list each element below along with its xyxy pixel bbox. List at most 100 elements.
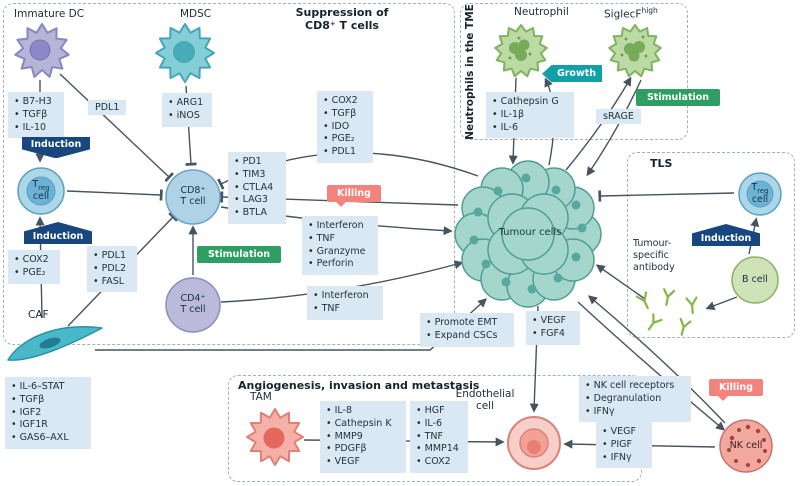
antibody-cluster bbox=[630, 284, 715, 340]
immature-dc-label: Immature DC bbox=[14, 8, 85, 20]
nk-cell-label: NK cell bbox=[729, 439, 763, 451]
list-item: • GAS6–AXL bbox=[11, 432, 69, 444]
list-item: • BTLA bbox=[234, 207, 267, 219]
list-item: • ARG1 bbox=[168, 97, 204, 108]
siglecf-neutrophil-icon bbox=[608, 24, 662, 78]
cd8-cell-text: CD8⁺ T cell bbox=[164, 168, 222, 226]
list-item: • MMP14 bbox=[416, 443, 459, 455]
list-item: • IL-8 bbox=[326, 405, 353, 416]
inhibit-dc-to-cd8 bbox=[59, 73, 174, 183]
treg-text-sub: reg bbox=[38, 183, 50, 192]
srage-tag: sRAGE bbox=[596, 109, 641, 124]
tam-factors-list-1: • IL-8• Cathepsin K• MMP9• PDGFβ• VEGF bbox=[320, 401, 406, 474]
cd8-text-line1: CD8⁺ bbox=[180, 185, 206, 197]
immature-dc-cell bbox=[12, 20, 72, 80]
treg-text-cell: cell bbox=[32, 190, 50, 202]
treg-text-t: T bbox=[32, 178, 39, 190]
antibody-label-line1: Tumour- bbox=[633, 238, 672, 249]
list-item: • TNF bbox=[313, 302, 340, 314]
list-item: • TNF bbox=[308, 232, 335, 244]
endothelial-label: Endothelial cell bbox=[452, 388, 518, 412]
list-item: • IL-6 bbox=[416, 417, 443, 429]
list-item: • Interferon bbox=[308, 220, 364, 231]
neutrophils-title: Neutrophils in the TME bbox=[464, 4, 476, 140]
stimulation-banner-siglecf: Stimulation bbox=[636, 89, 720, 107]
list-item: • Promote EMT bbox=[426, 317, 498, 328]
suppression-region-box bbox=[3, 3, 455, 345]
treg-icon bbox=[17, 167, 65, 215]
caf-cd8-factors-list: • PDL1• PDL2• FASL bbox=[87, 246, 137, 293]
list-item: • FASL bbox=[93, 275, 125, 287]
list-item: • MMP9 bbox=[326, 430, 363, 442]
endothelial-icon bbox=[507, 416, 561, 470]
antibody-label-line2: specific bbox=[633, 249, 669, 261]
list-item: • HGF bbox=[416, 405, 445, 416]
caf-icon bbox=[7, 326, 103, 361]
inhibit-treg-to-cd8 bbox=[66, 189, 163, 201]
tumour-cells-icon bbox=[454, 160, 602, 308]
tam-cell bbox=[244, 406, 306, 468]
list-item: • IDO bbox=[323, 120, 350, 132]
list-item: • IL-1β bbox=[492, 108, 525, 120]
list-item: • Cathepsin K bbox=[326, 417, 392, 429]
b-cell: B cell bbox=[730, 255, 780, 305]
cd4-t-cell: CD4⁺ T cell bbox=[164, 276, 222, 334]
cd8-text-line2: T cell bbox=[180, 196, 206, 207]
list-item: • iNOS bbox=[168, 109, 200, 121]
b-cell-icon bbox=[731, 256, 779, 304]
endothelial-cell bbox=[505, 414, 563, 472]
stimulation-banner-cd4-cd8: Stimulation bbox=[197, 246, 281, 264]
list-item: • PIGF bbox=[602, 438, 632, 450]
growth-banner: Growth bbox=[542, 65, 602, 83]
list-item: • TGFβ bbox=[323, 107, 357, 119]
siglecf-label: SiglecFhigh bbox=[604, 6, 658, 21]
cd8-icon bbox=[165, 169, 221, 225]
mdsc-label: MDSC bbox=[180, 8, 212, 20]
mdsc-cell bbox=[153, 21, 217, 85]
list-item: • Interferon bbox=[313, 290, 369, 301]
cd4-icon bbox=[165, 277, 221, 333]
treg2-text-t: T bbox=[751, 181, 758, 193]
antibody-label-line3: antibody bbox=[633, 261, 675, 273]
inhibit-treg2-to-tumour bbox=[598, 190, 735, 202]
tam-label: TAM bbox=[250, 391, 272, 403]
killing-banner-cd8: Killing bbox=[327, 185, 381, 208]
neutrophils-region-box bbox=[460, 3, 688, 140]
dc-factors-list: • B7-H3• TGFβ• IL-10 bbox=[8, 92, 64, 139]
neutrophil-label: Neutrophil bbox=[514, 6, 569, 18]
list-item: • TNF bbox=[416, 430, 443, 442]
vegf-fgf4-list: • VEGF• FGF4 bbox=[526, 311, 580, 345]
list-item: • IL-10 bbox=[14, 121, 47, 133]
cd8-t-cell: CD8⁺ T cell bbox=[164, 168, 222, 226]
b-cell-label: B cell bbox=[742, 273, 768, 285]
nk-tumour-factors-list: • NK cell receptors• Degranulation• IFNγ bbox=[579, 376, 691, 423]
tumour-cells-label: Tumour cells bbox=[498, 227, 562, 238]
caf-label: CAF bbox=[28, 309, 49, 321]
list-item: • PDL2 bbox=[93, 262, 127, 274]
list-item: • PD1 bbox=[234, 156, 262, 167]
cd4-cell-text: CD4⁺ T cell bbox=[164, 276, 222, 334]
suppression-title-line2: CD8⁺ T cells bbox=[305, 19, 379, 32]
siglecf-neutrophil-cell bbox=[606, 22, 664, 80]
list-item: • PGE₂ bbox=[14, 266, 46, 278]
checkpoint-receptors-list: • PD1• TIM3• CTLA4• LAG3• BTLA bbox=[228, 152, 286, 225]
list-item: • IGF2 bbox=[11, 406, 42, 418]
suppression-title-line1: Suppression of bbox=[295, 6, 389, 19]
cd4-factors-list: • Interferon• TNF bbox=[307, 286, 383, 320]
angiogenesis-title: Angiogenesis, invasion and metastasis bbox=[238, 379, 480, 392]
list-item: • VEGF bbox=[532, 315, 566, 326]
caf-tumour-factors-list: • IL-6–STAT• TGFβ• IGF2• IGF1R• GAS6–AXL bbox=[5, 377, 91, 450]
pdl1-tag: PDL1 bbox=[88, 100, 127, 115]
list-item: • COX2 bbox=[14, 254, 49, 265]
treg2-text-cell: cell bbox=[751, 193, 769, 205]
arrow-nk-to-tumour-killing bbox=[587, 295, 726, 424]
siglecf-label-sup: high bbox=[641, 6, 658, 15]
treg-tls-cell-text: Treg cell bbox=[737, 171, 783, 217]
list-item: • TGFβ bbox=[11, 393, 45, 405]
neutrophil-factors-list: • Cathepsin G• IL-1β• IL-6 bbox=[486, 92, 574, 139]
caf-cell bbox=[6, 316, 106, 374]
list-item: • Expand CSCs bbox=[426, 329, 498, 341]
neutrophil-icon bbox=[494, 24, 548, 78]
nk-cell-text: NK cell bbox=[718, 418, 774, 474]
